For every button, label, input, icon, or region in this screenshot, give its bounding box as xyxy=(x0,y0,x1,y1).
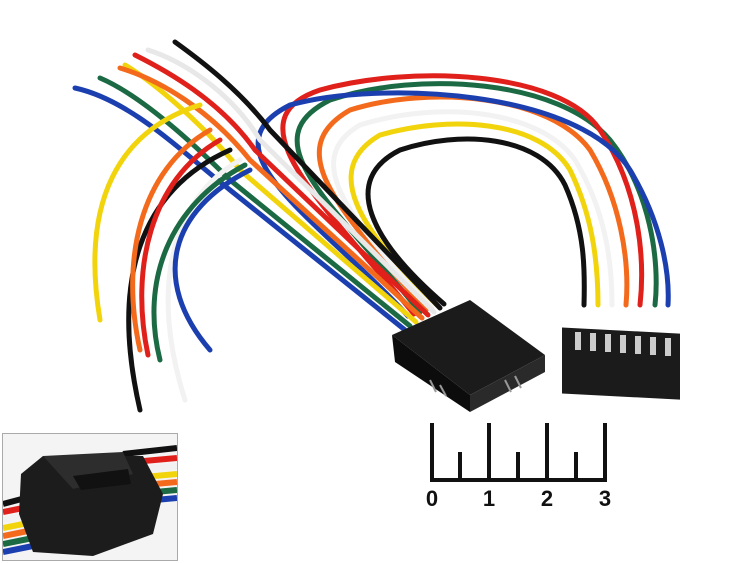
wire-dangle-orange xyxy=(130,127,213,353)
wire-loop-green xyxy=(294,81,659,315)
wire-dangle-green xyxy=(151,162,248,363)
ruler-label-3: 3 xyxy=(598,486,612,511)
ruler-label-2: 2 xyxy=(540,486,554,511)
ruler-label-0: 0 xyxy=(425,486,439,511)
wire-loop-blue xyxy=(255,90,671,319)
female-connector xyxy=(562,327,680,400)
connector-closeup-inset xyxy=(2,433,178,561)
wire-dangle-red xyxy=(139,137,223,358)
wire-end-blue xyxy=(72,85,408,333)
wire-loop-black xyxy=(365,136,587,308)
wire-loop-yellow xyxy=(348,121,601,309)
wire-dangle-white xyxy=(165,157,243,403)
male-connector xyxy=(392,300,545,412)
ruler-label-1: 1 xyxy=(482,486,496,511)
wire-end-white xyxy=(145,47,437,315)
wire-loop-white xyxy=(331,109,615,311)
wire-dangle-blue xyxy=(172,167,253,353)
wire-dangle-black xyxy=(126,147,233,413)
wire-end-black xyxy=(172,39,443,311)
wire-end-red xyxy=(132,52,431,318)
ruler-scale xyxy=(430,423,607,482)
wire-end-orange xyxy=(117,65,425,321)
wire-dangle-yellow xyxy=(92,102,203,323)
